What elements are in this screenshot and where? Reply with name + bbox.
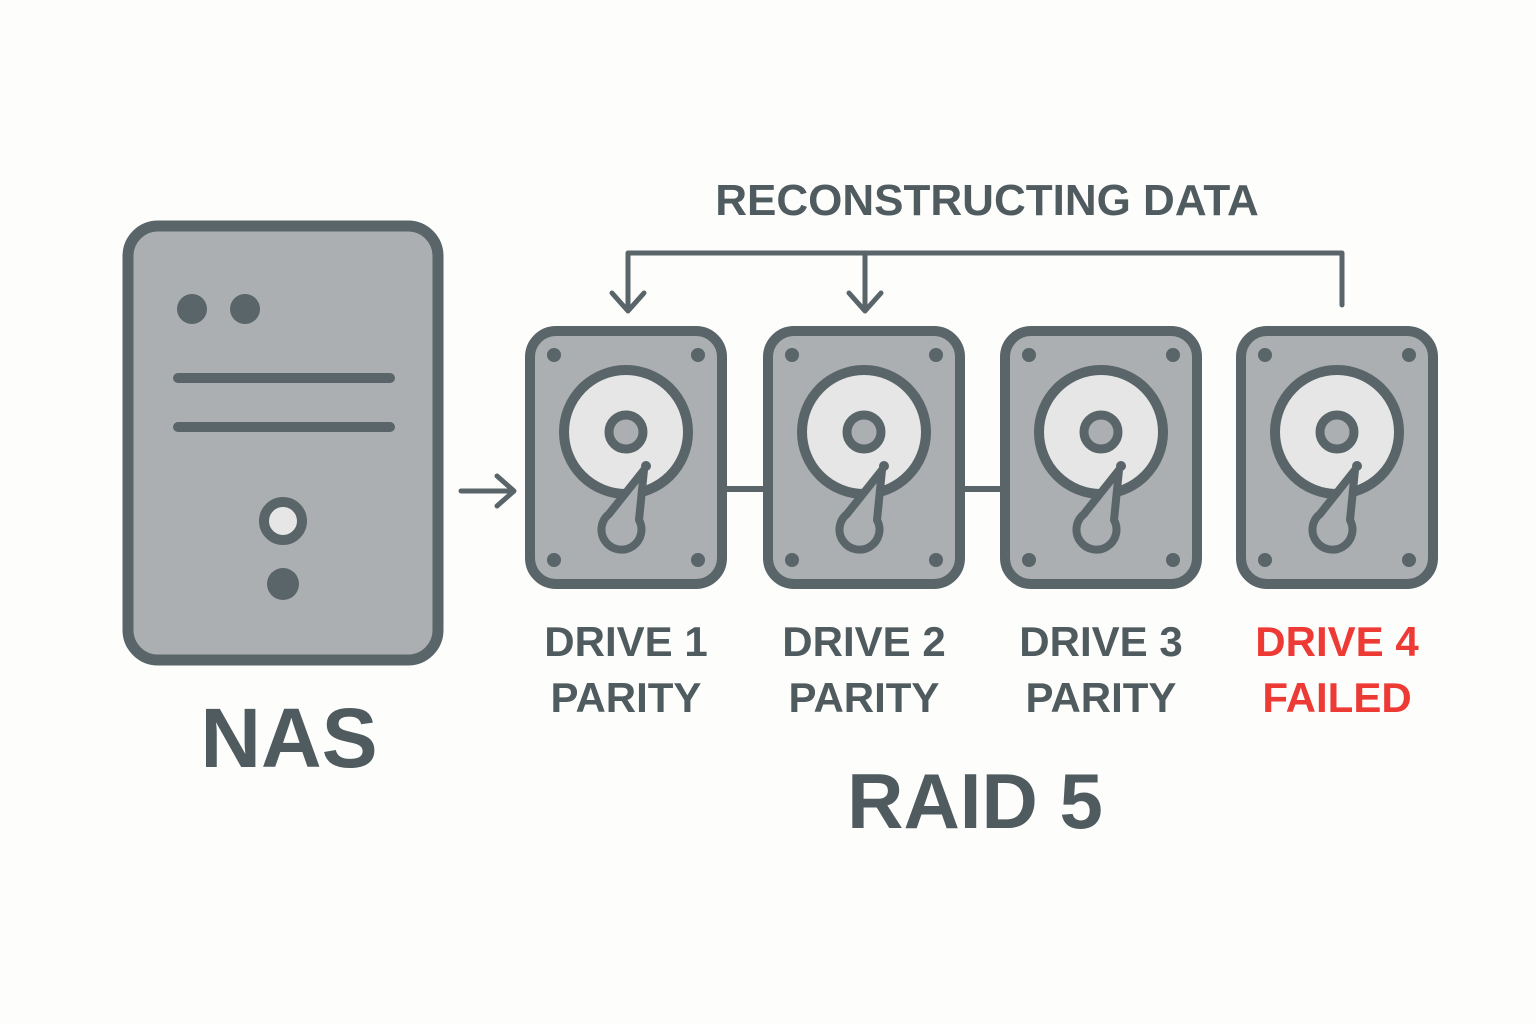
screw <box>691 348 705 362</box>
actuator-arm <box>1072 466 1123 554</box>
reconstruction-arrows <box>609 250 1345 314</box>
arm-pivot <box>1352 461 1362 471</box>
actuator-arm <box>1308 466 1359 554</box>
screw <box>547 553 561 567</box>
arrow-down-icon <box>609 290 647 314</box>
drive-status-label: FAILED <box>1262 674 1411 721</box>
screw <box>1258 553 1272 567</box>
drive-name-label: DRIVE 2 <box>782 618 945 665</box>
led-dot <box>230 294 260 324</box>
screw <box>785 348 799 362</box>
drive-status-label: PARITY <box>1026 674 1177 721</box>
hard-drive-icon <box>1236 326 1438 589</box>
drive-status-label: PARITY <box>789 674 940 721</box>
spindle <box>1079 410 1123 454</box>
screw <box>1402 348 1416 362</box>
hard-drive-icon <box>763 326 965 589</box>
nas-server-icon <box>122 220 444 666</box>
screw <box>691 553 705 567</box>
indicator-dot <box>267 568 299 600</box>
screw <box>1022 348 1036 362</box>
arrow-down-icon <box>846 250 884 314</box>
spindle <box>842 410 886 454</box>
screw <box>1258 348 1272 362</box>
screw <box>929 553 943 567</box>
drive-array: DRIVE 1 PARITY DRIVE 2 PARITY DRIVE 3 PARITY D… <box>525 326 1438 721</box>
nas-label: NAS <box>200 691 377 785</box>
screw <box>785 553 799 567</box>
screw <box>929 348 943 362</box>
spindle <box>604 410 648 454</box>
raid-label: RAID 5 <box>847 757 1103 845</box>
screw <box>1022 553 1036 567</box>
screw <box>1166 553 1180 567</box>
drive-name-label: DRIVE 3 <box>1019 618 1182 665</box>
actuator-arm <box>835 466 886 554</box>
power-button <box>259 497 307 545</box>
arm-pivot <box>879 461 889 471</box>
arm-pivot <box>641 461 651 471</box>
led-dot <box>177 294 207 324</box>
drive-name-label: DRIVE 1 <box>544 618 707 665</box>
reconstruction-bracket-line <box>625 250 1345 311</box>
screw <box>1166 348 1180 362</box>
arm-pivot <box>1116 461 1126 471</box>
arrow-right-icon <box>458 473 517 509</box>
reconstructing-data-label: RECONSTRUCTING DATA <box>715 176 1258 225</box>
hard-drive-icon <box>525 326 727 589</box>
screw <box>547 348 561 362</box>
drive-name-label: DRIVE 4 <box>1255 618 1419 665</box>
drive-status-label: PARITY <box>551 674 702 721</box>
hard-drive-icon <box>1000 326 1202 589</box>
actuator-arm <box>597 466 648 554</box>
spindle <box>1315 410 1359 454</box>
screw <box>1402 553 1416 567</box>
